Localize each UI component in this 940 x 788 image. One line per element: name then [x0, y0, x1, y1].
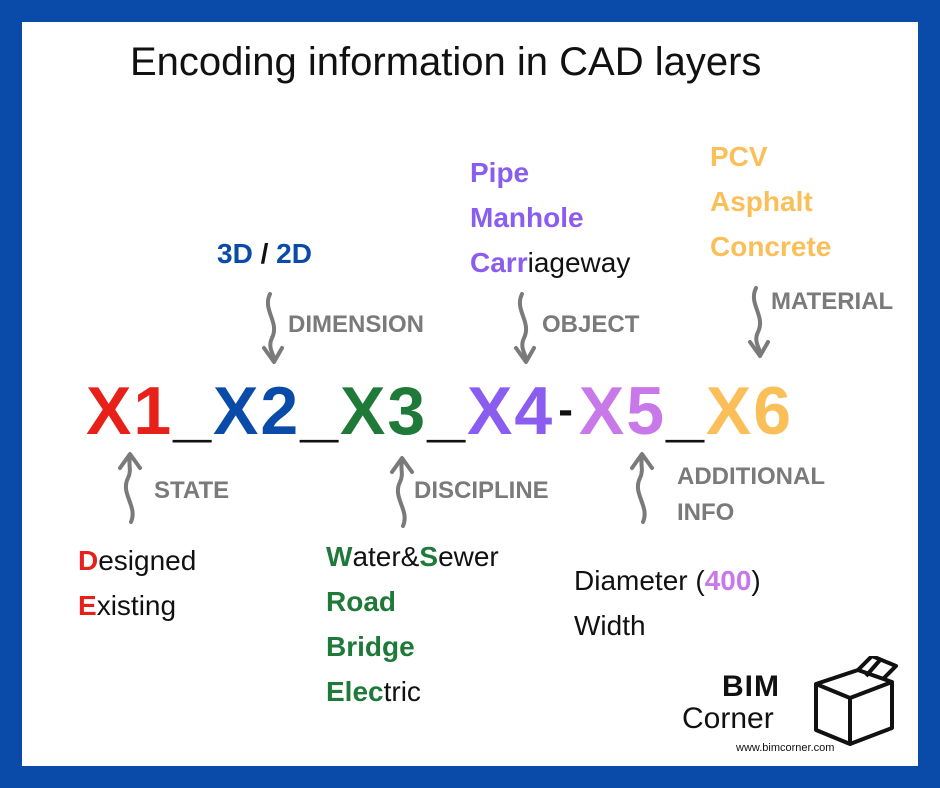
object-arrow-icon: [514, 292, 536, 364]
object-item-manhole: Manhole: [470, 202, 584, 233]
discipline-abbr: Elec: [326, 676, 384, 707]
code-separator: _: [300, 373, 341, 449]
object-item-pipe: Pipe: [470, 157, 530, 188]
bimcorner-logo: BIM Corner www.bimcorner.com: [682, 656, 912, 760]
state-abbr: E: [78, 590, 97, 621]
code-separator: _: [666, 373, 706, 449]
discipline-item-road: Road: [326, 586, 396, 617]
discipline-abbr: S: [419, 541, 439, 572]
logo-bim-text: BIM: [722, 670, 780, 703]
diameter-value: 400: [704, 565, 752, 596]
state-label: STATE: [154, 477, 230, 504]
discipline-item-bridge: Bridge: [326, 631, 415, 662]
material-arrow-icon: [748, 286, 770, 358]
state-arrow-icon: [118, 452, 142, 524]
state-item-designed: Designed: [78, 538, 196, 583]
discipline-rest: ewer: [438, 541, 499, 572]
logo-corner-text: Corner: [682, 702, 774, 735]
carriageway-abbr: Carr: [470, 247, 528, 278]
material-item-concrete: Concrete: [710, 231, 832, 262]
code-separator: _: [427, 373, 468, 449]
logo-url-text: www.bimcorner.com: [736, 742, 835, 754]
dimension-2d: 2D: [276, 238, 312, 269]
object-list: Pipe Manhole Carriageway: [470, 150, 630, 285]
discipline-label: DISCIPLINE: [414, 477, 549, 504]
diameter-pre: Diameter (: [574, 565, 705, 596]
object-item-carriageway: Carriageway: [470, 240, 630, 285]
dimension-arrow-icon: [262, 292, 284, 364]
dimension-3d: 3D: [217, 238, 253, 269]
frame: [22, 22, 918, 766]
state-list: Designed Existing: [78, 538, 196, 628]
carriageway-rest: iageway: [527, 247, 631, 278]
additional-label: ADDITIONAL INFO: [677, 459, 825, 531]
box-icon: [814, 656, 898, 746]
material-item-asphalt: Asphalt: [710, 186, 813, 217]
material-list: PCV Asphalt Concrete: [710, 134, 831, 269]
page-title: Encoding information in CAD layers: [130, 40, 762, 84]
layer-code: X1_X2_X3_X4-X5_X6: [86, 372, 793, 450]
material-item-pcv: PCV: [710, 141, 768, 172]
code-x1: X1: [86, 373, 174, 449]
diameter-post: ): [751, 565, 761, 596]
state-rest: xisting: [96, 590, 177, 621]
additional-list: Diameter (400) Width: [574, 558, 761, 648]
dimension-label: DIMENSION: [288, 311, 425, 338]
code-x6: X6: [705, 373, 794, 449]
discipline-abbr: W: [326, 541, 353, 572]
code-x5: X5: [578, 373, 667, 449]
code-x4: X4: [467, 373, 555, 449]
dimension-slash: /: [260, 238, 269, 269]
code-x3: X3: [340, 373, 428, 449]
state-rest: esigned: [98, 545, 197, 576]
discipline-arrow-icon: [390, 456, 414, 528]
code-x2: X2: [213, 373, 301, 449]
code-separator: -: [558, 385, 575, 434]
state-abbr: D: [78, 545, 99, 576]
dimension-options: 3D / 2D: [217, 238, 312, 270]
discipline-item-electric: Electric: [326, 669, 499, 714]
additional-item-width: Width: [574, 610, 646, 641]
discipline-rest: tric: [383, 676, 421, 707]
discipline-list: Water&Sewer Road Bridge Electric: [326, 534, 499, 714]
discipline-item-water-sewer: Water&Sewer: [326, 534, 499, 579]
additional-arrow-icon: [630, 452, 654, 524]
code-separator: _: [173, 373, 214, 449]
material-label: MATERIAL: [771, 288, 894, 315]
additional-label-line2: INFO: [677, 499, 735, 526]
object-label: OBJECT: [542, 311, 640, 338]
state-item-existing: Existing: [78, 583, 196, 628]
discipline-rest: ater&: [352, 541, 420, 572]
additional-item-diameter: Diameter (400): [574, 558, 761, 603]
additional-label-line1: ADDITIONAL: [677, 463, 825, 490]
